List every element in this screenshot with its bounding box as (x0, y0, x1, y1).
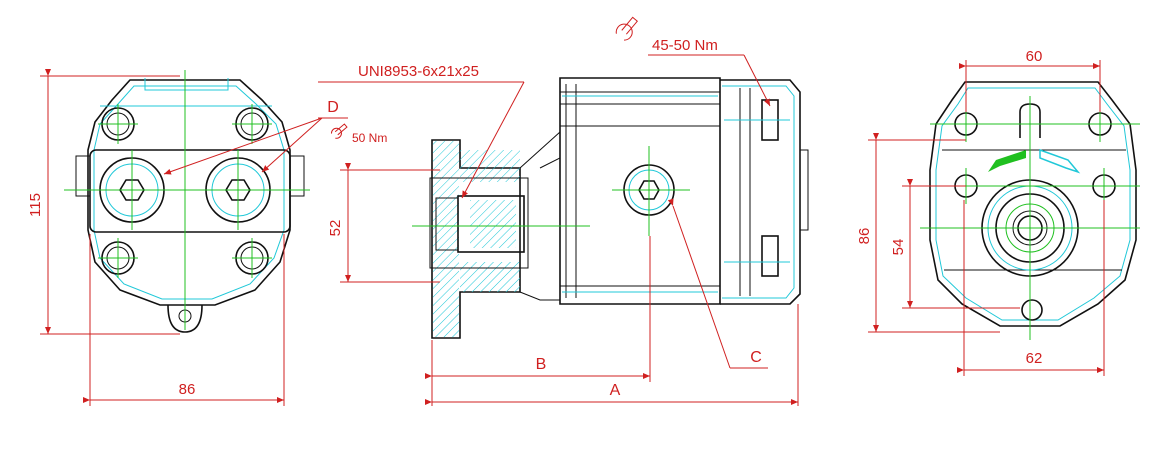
rear-dimensions: 60 62 86 54 (856, 48, 1105, 376)
dim-rear-inner-height: 54 (890, 239, 907, 256)
dim-rear-top-width: 60 (1026, 48, 1043, 65)
rotation-arrow-icon (988, 148, 1081, 174)
side-dimensions: 52 B A UNI8953-6x21x25 45-50 Nm C (318, 16, 799, 406)
callout-port-label: D (327, 99, 339, 116)
callout-key-spec: UNI8953-6x21x25 (358, 63, 479, 80)
front-view (64, 70, 310, 333)
callout-plug-label: C (750, 349, 762, 366)
dim-front-width: 86 (179, 381, 196, 398)
callout-bolt-torque: 45-50 Nm (652, 37, 718, 54)
dim-rear-height: 86 (856, 228, 873, 245)
rear-view (920, 81, 1140, 340)
side-view (412, 77, 809, 339)
dim-flange-height: 52 (327, 220, 344, 237)
wrench-icon (615, 16, 639, 41)
callout-port-torque: 50 Nm (352, 131, 387, 145)
dim-length-b: B (536, 356, 547, 373)
wrench-icon (330, 123, 348, 139)
front-dimensions: 115 86 D 50 Nm (27, 69, 387, 406)
dim-front-height: 115 (27, 193, 44, 217)
dim-rear-bottom-width: 62 (1026, 350, 1043, 367)
dim-length-a: A (610, 382, 621, 399)
